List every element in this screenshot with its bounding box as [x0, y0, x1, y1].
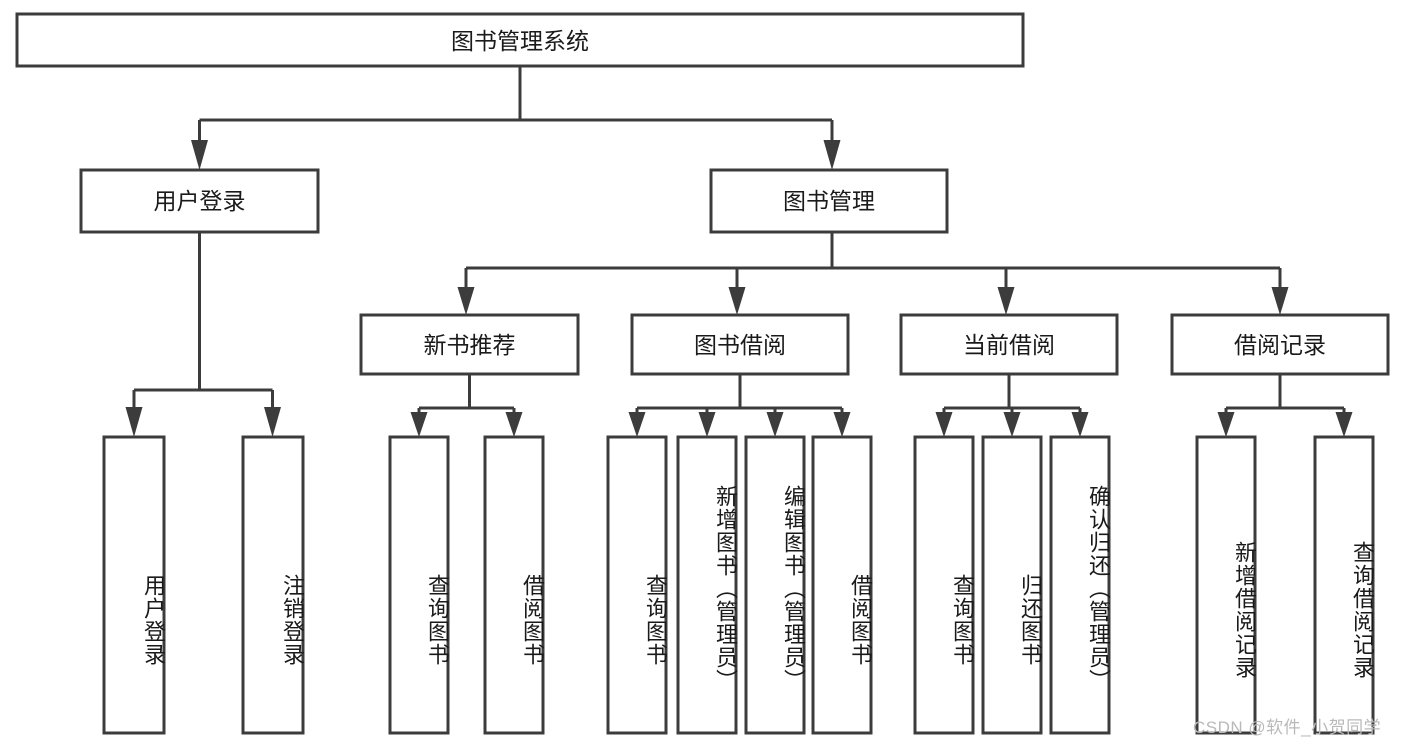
node-root[interactable]: 图书管理系统 [15, 12, 1025, 68]
node-user-login-label: 用户登录 [154, 188, 246, 214]
node-borrow-record[interactable]: 借阅记录 [1170, 313, 1390, 376]
node-new-book-recommend-label: 新书推荐 [424, 332, 516, 358]
arrowhead-borrow-record [1271, 287, 1289, 315]
arrowhead-leaf-return-book [1003, 412, 1021, 437]
node-new-book-recommend[interactable]: 新书推荐 [359, 313, 580, 376]
node-borrow-record-label: 借阅记录 [1234, 332, 1326, 358]
node-book-manage[interactable]: 图书管理 [709, 168, 949, 234]
arrowhead-book-borrow [728, 287, 746, 315]
watermark-text: CSDN @软件_小贺同学 [1193, 718, 1382, 737]
leaf-logout-login-box[interactable] [241, 435, 305, 735]
arrowhead-user-login [191, 140, 208, 170]
leaf-query-book-borrow-box[interactable] [606, 435, 668, 735]
node-current-borrow-box[interactable] [899, 313, 1119, 376]
leaf-user-login-box[interactable] [102, 435, 166, 735]
arrowhead-leaf-logout-login [264, 407, 281, 437]
node-current-borrow[interactable]: 当前借阅 [899, 313, 1119, 376]
arrowhead-leaf-add-book [698, 412, 716, 437]
leaf-query-book-rec-box[interactable] [388, 435, 450, 735]
leaf-query-book-cur-box[interactable] [913, 435, 975, 735]
leaf-edit-book-box[interactable] [744, 435, 806, 735]
node-user-login[interactable]: 用户登录 [79, 168, 320, 234]
leaf-query-borrow-record-box[interactable] [1313, 435, 1375, 735]
leaf-add-borrow-record-box[interactable] [1195, 435, 1257, 735]
leaf-borrow-book-box[interactable] [811, 435, 873, 735]
arrowhead-leaf-query-borrow-record [1335, 412, 1353, 437]
arrowhead-leaf-user-login [125, 407, 143, 437]
connector-layer [125, 66, 1353, 437]
arrowhead-leaf-query-book-borrow [628, 412, 646, 437]
arrowhead-leaf-edit-book [766, 412, 784, 437]
arrowhead-current-borrow [997, 287, 1015, 315]
node-book-borrow[interactable]: 图书借阅 [630, 313, 850, 376]
arrowhead-book-manage [823, 140, 841, 170]
leaf-confirm-return-box[interactable] [1049, 435, 1111, 735]
arrowhead-leaf-borrow-book [833, 412, 851, 437]
arrowhead-leaf-borrow-book-rec [505, 412, 523, 437]
arrowhead-leaf-confirm-return [1071, 412, 1089, 437]
leaf-box-layer [102, 435, 1375, 735]
arrowhead-new-book-recommend [457, 287, 475, 315]
node-borrow-record-box[interactable] [1170, 313, 1390, 376]
node-new-book-recommend-box[interactable] [359, 313, 580, 376]
node-book-manage-box[interactable] [709, 168, 949, 234]
arrowhead-leaf-query-book-cur [935, 412, 953, 437]
node-root-box[interactable] [15, 12, 1025, 68]
leaf-borrow-book-rec-box[interactable] [483, 435, 545, 735]
leaf-add-book-box[interactable] [676, 435, 738, 735]
leaf-return-book-box[interactable] [981, 435, 1043, 735]
node-user-login-box[interactable] [79, 168, 320, 234]
node-book-manage-label: 图书管理 [783, 188, 875, 214]
node-book-borrow-box[interactable] [630, 313, 850, 376]
node-root-label: 图书管理系统 [451, 28, 589, 54]
arrowhead-leaf-query-book-rec [410, 412, 428, 437]
node-book-borrow-label: 图书借阅 [694, 332, 786, 358]
arrowhead-leaf-add-borrow-record [1217, 412, 1235, 437]
node-current-borrow-label: 当前借阅 [963, 332, 1055, 358]
